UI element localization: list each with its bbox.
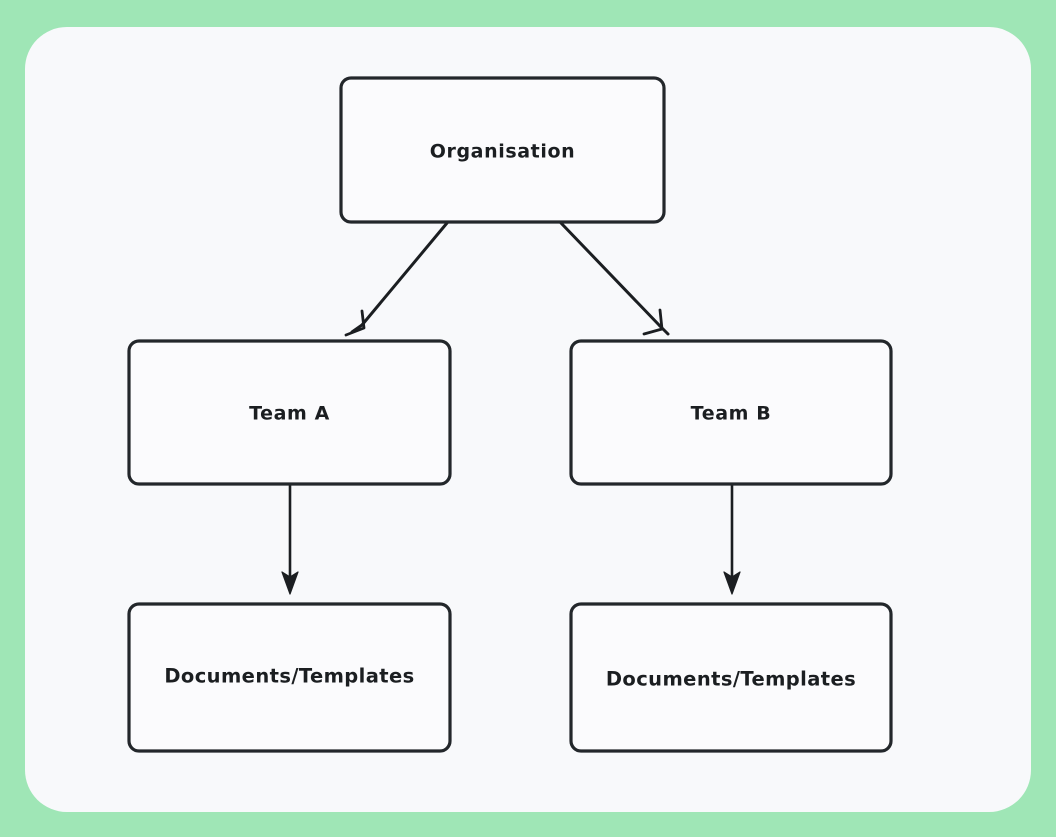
node-team-b[interactable]: Team B	[569, 339, 893, 486]
node-team-b-label: Team B	[691, 403, 772, 425]
node-documents-templates-a[interactable]: Documents/Templates	[127, 602, 452, 753]
node-team-a[interactable]: Team A	[127, 339, 452, 486]
node-documents-templates-b-label: Documents/Templates	[606, 668, 856, 691]
node-organisation-label: Organisation	[430, 141, 576, 163]
node-team-b-box[interactable]	[569, 339, 893, 486]
node-documents-templates-a-label: Documents/Templates	[164, 665, 414, 688]
arrowhead-filled-documents-b	[723, 571, 741, 595]
node-organisation[interactable]: Organisation	[339, 76, 666, 224]
edge-organisation-to-team-b	[559, 221, 670, 336]
edge-line-organisation-team-b	[559, 221, 662, 328]
node-team-a-box[interactable]	[127, 339, 452, 486]
edge-team-a-to-documents-a	[281, 483, 299, 595]
node-team-a-label: Team A	[249, 403, 330, 425]
edge-tip-team-b	[658, 324, 670, 336]
arrowhead-filled-documents-a	[281, 571, 299, 595]
edge-team-b-to-documents-b	[723, 483, 741, 595]
node-documents-templates-b-box[interactable]	[569, 602, 893, 753]
node-organisation-box[interactable]	[339, 76, 666, 224]
edge-line-organisation-team-a	[360, 221, 449, 327]
node-documents-templates-a-box[interactable]	[127, 602, 452, 753]
edge-organisation-to-team-a	[344, 221, 449, 337]
node-documents-templates-b[interactable]: Documents/Templates	[569, 602, 893, 753]
edge-tip-team-a	[350, 323, 364, 334]
